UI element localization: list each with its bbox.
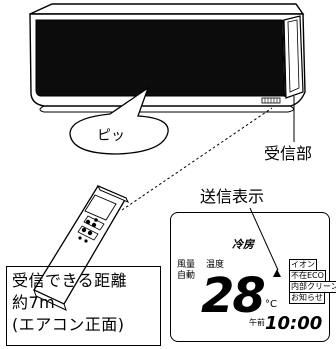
receiver-label: 受信部 [264,144,313,163]
receive-distance-box: 受信できる距離 約7m (エアコン正面) [6,266,161,346]
am-label: 午前 [249,318,265,327]
air-conditioner-unit [29,3,306,113]
temperature-unit: °C [265,299,277,310]
remote-control [33,185,130,311]
tag-notice: お知らせ [289,292,325,304]
beep-bubble [69,86,169,155]
info-line-3: (エアコン正面) [12,315,125,334]
send-indicator-leader [249,207,279,271]
clock-time: 10:00 [265,313,323,334]
fan-label-1: 風量 [177,260,196,270]
remote-display: 冷房 風量 自動 温度 28 °C イオン 不在ECO 内部クリーン お知らせ … [170,212,336,342]
fan-label-2: 自動 [177,271,196,281]
mode-label: 冷房 [232,238,254,251]
temperature-value: 28 [201,268,266,324]
send-indicator-label: 送信表示 [200,187,265,206]
signal-path [121,107,273,211]
temperature-label: 温度 [206,260,225,270]
send-indicator-icon [273,269,281,277]
info-line-2: 約7m [12,293,56,312]
beep-label: ピッ [97,128,125,144]
info-line-1: 受信できる距離 [12,271,128,290]
